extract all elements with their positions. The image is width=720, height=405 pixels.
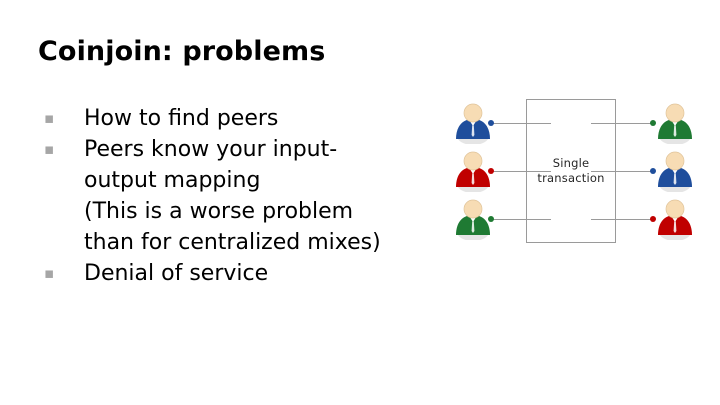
connector-line-output-2	[591, 171, 653, 172]
input-dot-3	[488, 216, 494, 222]
single-transaction-label-line1: Single	[552, 156, 590, 170]
connector-line-output-1	[591, 123, 653, 124]
input-dot-2	[488, 168, 494, 174]
single-transaction-label: Single transaction	[527, 156, 615, 186]
output-dot-1	[650, 120, 656, 126]
input-dot-1	[488, 120, 494, 126]
person-icon-input-2	[453, 150, 493, 192]
list-item-text: How to find peers	[84, 103, 438, 134]
connector-line-output-3	[591, 219, 653, 220]
list-item-text: Denial of service	[84, 258, 438, 289]
bullet-marker-icon: ▪	[44, 140, 55, 158]
list-item-text: Peers know your input- output mapping (T…	[84, 134, 438, 258]
connector-line-input-1	[491, 123, 551, 124]
coinjoin-diagram: Single transaction	[445, 90, 710, 260]
bullet-marker-icon: ▪	[44, 264, 55, 282]
list-item-line: output mapping	[84, 168, 261, 193]
list-item-line: How to find peers	[84, 106, 279, 131]
list-item-line: Denial of service	[84, 261, 269, 286]
person-icon-input-3	[453, 198, 493, 240]
person-icon-output-2	[655, 150, 695, 192]
list-item-line: Peers know your input-	[84, 137, 338, 162]
single-transaction-label-line2: transaction	[537, 171, 605, 185]
connector-line-input-2	[491, 171, 551, 172]
list-item-line: (This is a worse problem	[84, 199, 354, 224]
connector-line-input-3	[491, 219, 551, 220]
person-icon-input-1	[453, 102, 493, 144]
bullet-list: ▪ How to find peers ▪ Peers know your in…	[38, 103, 438, 289]
page-title: Coinjoin: problems	[38, 36, 326, 67]
list-item-line: than for centralized mixes)	[84, 230, 381, 255]
list-item: ▪ Denial of service	[38, 258, 438, 289]
list-item: ▪ Peers know your input- output mapping …	[38, 134, 438, 258]
bullet-marker-icon: ▪	[44, 109, 55, 127]
person-icon-output-3	[655, 198, 695, 240]
output-dot-2	[650, 168, 656, 174]
person-icon-output-1	[655, 102, 695, 144]
list-item: ▪ How to find peers	[38, 103, 438, 134]
output-dot-3	[650, 216, 656, 222]
